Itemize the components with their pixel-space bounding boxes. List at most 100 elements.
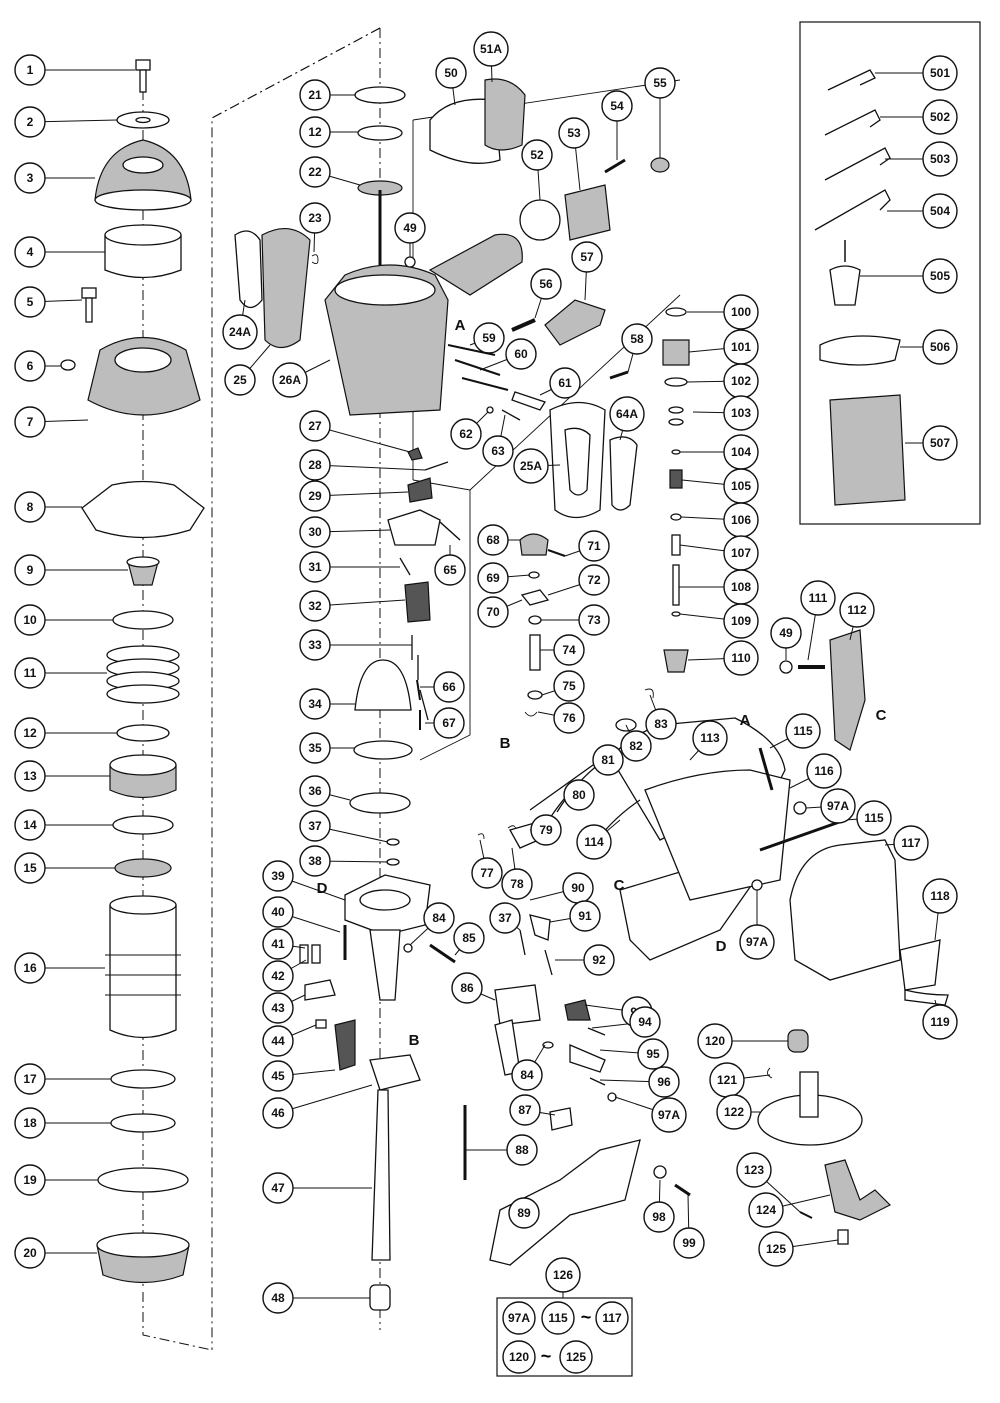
callout-label: 40 — [271, 905, 285, 919]
callout-circle — [14, 1107, 46, 1139]
callout-circle — [299, 732, 331, 764]
callout-label: 3 — [27, 171, 34, 185]
callout-label: 14 — [23, 818, 37, 832]
callout-label: 85 — [462, 931, 476, 945]
callout-circle — [645, 708, 677, 740]
callout-84: 84 — [511, 1059, 543, 1091]
callout-circle — [922, 1004, 958, 1040]
callout-label: 26A — [279, 373, 301, 387]
callout-32: 32 — [299, 590, 331, 622]
callout-74: 74 — [553, 634, 585, 666]
callout-circle — [621, 323, 653, 355]
callout-label: 47 — [271, 1181, 285, 1195]
callout-label: 95 — [646, 1047, 660, 1061]
callout-label: 121 — [717, 1073, 737, 1087]
callout-65: 65 — [434, 554, 466, 586]
callout-label: 62 — [459, 427, 473, 441]
callout-circle — [511, 1059, 543, 1091]
callout-59: 59 — [473, 322, 505, 354]
callout-label: 20 — [23, 1246, 37, 1260]
kit-item-label: 115 — [548, 1311, 568, 1325]
callout-79: 79 — [530, 814, 562, 846]
callout-circle — [299, 410, 331, 442]
callout-label: 120 — [705, 1034, 725, 1048]
callout-label: 504 — [930, 204, 950, 218]
callout-circle — [648, 1066, 680, 1098]
callout-circle — [530, 814, 562, 846]
callout-8: 8 — [14, 491, 46, 523]
callout-circle — [530, 268, 562, 300]
callout-label: 1 — [27, 63, 34, 77]
callout-label: 67 — [442, 716, 456, 730]
kit-item-circle — [559, 1340, 593, 1374]
callout-label: 2 — [27, 115, 34, 129]
callout-34: 34 — [299, 688, 331, 720]
callout-circle — [262, 1282, 294, 1314]
callout-39: 39 — [262, 860, 294, 892]
center-parts — [234, 78, 670, 1311]
callout-49: 49 — [770, 617, 802, 649]
callouts-layer: 1234567891011121314151617181920211222232… — [14, 31, 958, 1314]
callout-20: 20 — [14, 1237, 46, 1269]
callout-label: 97A — [827, 799, 849, 813]
callout-circle — [553, 670, 585, 702]
callout-42: 42 — [262, 960, 294, 992]
callout-13: 13 — [14, 760, 46, 792]
callout-111: 111 — [800, 580, 836, 616]
callout-505: 505 — [922, 258, 958, 294]
callout-1: 1 — [14, 54, 46, 86]
callout-circle — [453, 922, 485, 954]
callout-circle — [14, 760, 46, 792]
callout-circle — [222, 314, 258, 350]
callout-circle — [578, 530, 610, 562]
callout-label: 61 — [558, 376, 572, 390]
callout-circle — [509, 1094, 541, 1126]
callout-circle — [14, 286, 46, 318]
callout-circle — [262, 1172, 294, 1204]
callout-label: 502 — [930, 110, 950, 124]
callout-105: 105 — [723, 468, 759, 504]
callout-2: 2 — [14, 106, 46, 138]
reference-marker-c: C — [876, 707, 887, 724]
callout-69: 69 — [477, 562, 509, 594]
callout-64A: 64A — [609, 396, 645, 432]
callout-77: 77 — [471, 857, 503, 889]
callout-4: 4 — [14, 236, 46, 268]
callout-28: 28 — [299, 449, 331, 481]
callout-30: 30 — [299, 516, 331, 548]
callout-label: 15 — [23, 861, 37, 875]
callout-label: 123 — [744, 1163, 764, 1177]
callout-label: 54 — [610, 99, 624, 113]
callout-7: 7 — [14, 406, 46, 438]
callout-92: 92 — [583, 944, 615, 976]
callout-103: 103 — [723, 395, 759, 431]
callout-circle — [820, 788, 856, 824]
callout-label: 107 — [731, 546, 751, 560]
reference-marker-a: A — [740, 712, 751, 729]
callout-68: 68 — [477, 524, 509, 556]
callout-label: 102 — [731, 374, 751, 388]
callout-label: 108 — [731, 580, 751, 594]
callout-circle — [423, 902, 455, 934]
right-valve-stack — [662, 307, 690, 673]
callout-circle — [434, 554, 466, 586]
callout-circle — [651, 1097, 687, 1133]
callout-507: 507 — [922, 425, 958, 461]
callout-label: 68 — [486, 533, 500, 547]
callout-label: 57 — [580, 250, 594, 264]
callout-label: 503 — [930, 152, 950, 166]
callout-label: 46 — [271, 1106, 285, 1120]
callout-label: 49 — [403, 221, 417, 235]
callout-label: 45 — [271, 1069, 285, 1083]
callout-circle — [299, 629, 331, 661]
callout-102: 102 — [723, 363, 759, 399]
callout-label: 75 — [562, 679, 576, 693]
callout-circle — [262, 1060, 294, 1092]
callout-label: 116 — [814, 764, 834, 778]
callout-80: 80 — [563, 779, 595, 811]
callout-37: 37 — [299, 810, 331, 842]
callout-112: 112 — [839, 592, 875, 628]
callout-50: 50 — [435, 57, 467, 89]
callout-circle — [553, 634, 585, 666]
